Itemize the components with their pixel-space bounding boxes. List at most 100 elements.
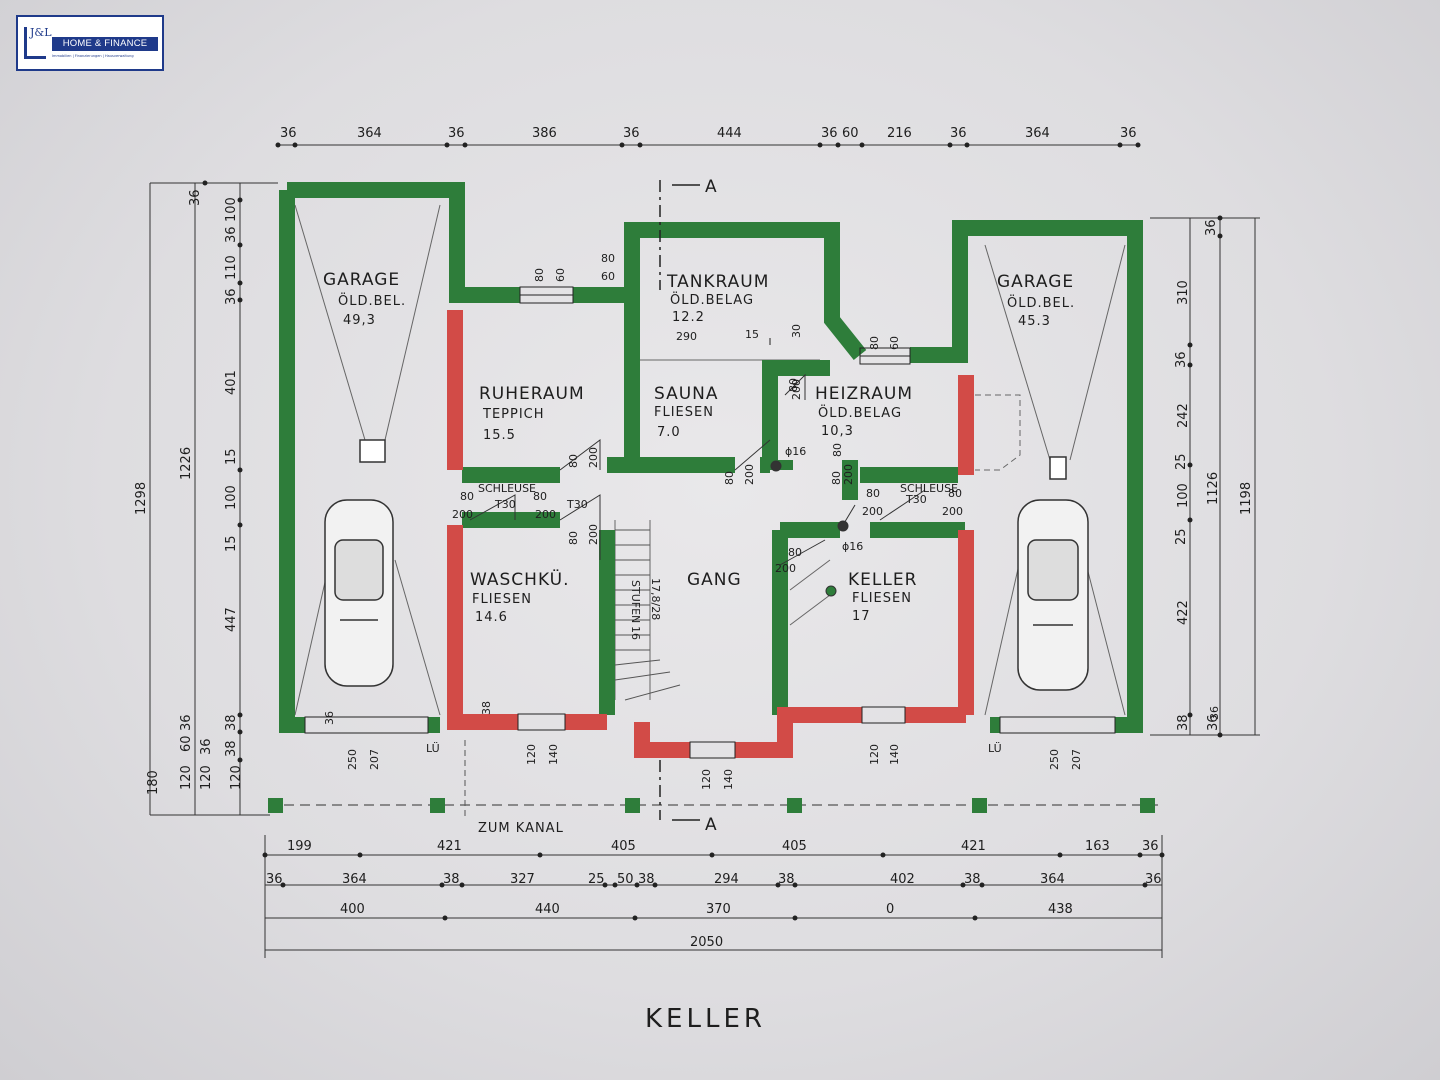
dim-opening: 120 [525,744,538,765]
tankraum-floor: ÖLD.BELAG [670,291,754,308]
dim-top: 364 [1025,126,1050,141]
right-dimensions: 1198 1126 36 310 36 242 25 100 25 422 38… [1174,219,1254,731]
door-swings [469,373,926,597]
dim-bottom-2: 25 [588,872,605,887]
dim-bottom-2: 402 [890,872,915,887]
sauna-floor: FLIESEN [654,405,714,420]
dim-right: 25 [1174,528,1189,545]
dim-left: 36 [199,738,214,755]
sauna-name: SAUNA [654,384,719,404]
dim-right: 422 [1176,600,1191,625]
dim-bottom-1: 421 [437,839,462,854]
dim-opening: 80 [830,471,843,485]
ruheraum-area: 15.5 [483,428,516,443]
phi16-label-1: ϕ16 [785,445,806,458]
dim-opening: 200 [452,508,473,521]
exterior-walls [279,182,1143,733]
dim-right: 25 [1174,453,1189,470]
heizraum-floor: ÖLD.BELAG [818,404,902,421]
waschkueche-floor: FLIESEN [472,592,532,607]
dim-right: 36 [1206,714,1221,731]
dim-opening: 80 [533,490,547,503]
company-logo: J&L HOME & FINANCE Immobilien | Finanzie… [16,15,164,71]
dim-opening: 200 [790,379,803,400]
dim-opening: 200 [587,524,600,545]
keller-name: KELLER [848,570,917,590]
dim-right: 1126 [1206,472,1221,505]
dim-opening: 30 [790,324,803,338]
garage-right-name: GARAGE [997,272,1074,292]
dim-right: 100 [1176,483,1191,508]
lue-label-right: LÜ [988,742,1002,755]
dim-left: 180 [146,770,161,795]
dim-bottom-1: 405 [782,839,807,854]
dim-left: 15 [224,448,239,465]
dim-opening: 207 [1070,749,1083,770]
dim-bottom-2: 36 [266,872,283,887]
annotations: SCHLEUSE SCHLEUSE T30 T30 T30 ϕ16 ϕ16 LÜ… [426,445,1002,836]
dim-opening: 200 [862,505,883,518]
dim-opening: 250 [1048,749,1061,770]
dim-bottom-3: 370 [706,902,731,917]
dim-left: 100 [224,485,239,510]
dim-opening: 140 [888,744,901,765]
heizraum-area: 10,3 [821,424,854,439]
dim-bottom-3: 438 [1048,902,1073,917]
dim-opening: 120 [868,744,881,765]
stufen-label: STUFEN [629,580,642,623]
dim-top: 36 [950,126,967,141]
tankraum-area: 12.2 [672,310,705,325]
dim-bottom-3: 400 [340,902,365,917]
tankraum-name: TANKRAUM [666,272,769,292]
dim-bottom-1: 36 [1142,839,1159,854]
section-labels: A A [705,177,717,835]
interior-walls [447,310,974,758]
dim-opening: 200 [587,447,600,468]
car-left [324,439,394,687]
dim-opening: 80 [567,454,580,468]
logo-tagline: Immobilien | Finanzierungen | Hausverwal… [52,54,134,58]
dim-left: 401 [224,370,239,395]
dim-left: 36 [224,226,239,243]
dim-left: 38 [224,714,239,731]
dim-top: 364 [357,126,382,141]
dim-bottom-2: 50 [617,872,634,887]
garage-left-area: 49,3 [343,313,376,328]
top-dimensions: 36 364 36 386 36 444 36 60 216 36 364 36 [280,126,1137,141]
dim-opening: 36 [323,711,336,725]
dim-opening: 200 [775,562,796,575]
sauna-area: 7.0 [657,425,681,440]
dim-opening: 38 [480,701,493,715]
dim-bottom-2: 364 [342,872,367,887]
wall-openings [304,286,1116,759]
dim-opening: 36 [1208,706,1221,720]
plan-title: KELLER [645,1004,766,1034]
opening-dimensions: 80 60 80 60 80 60 290 15 30 80 120 140 1… [323,252,1221,790]
dim-top: 60 [842,126,859,141]
dim-right: 36 [1174,351,1189,368]
dim-bottom-2: 327 [510,872,535,887]
dim-bottom-3: 440 [535,902,560,917]
bottom-dimensions: 199 421 405 405 421 163 36 36 364 38 327… [266,839,1162,950]
car-right [1017,456,1089,691]
phi16-label-2: ϕ16 [842,540,863,553]
dimension-ticks [202,142,1223,921]
stair-count-label: 16 [629,626,642,640]
room-labels: GARAGE ÖLD.BEL. 49,3 GARAGE ÖLD.BEL. 45.… [323,270,1074,625]
dim-left: 120 [199,765,214,790]
dim-opening: 60 [888,336,901,350]
dim-bottom-2: 38 [443,872,460,887]
waschkueche-name: WASCHKÜ. [470,568,570,590]
dim-opening: 200 [743,464,756,485]
logo-mark: J&L [24,27,52,59]
dim-top: 386 [532,126,557,141]
garage-left-floor: ÖLD.BEL. [338,292,406,309]
gang-name: GANG [687,570,742,590]
dim-opening: 80 [787,378,800,392]
dim-opening: 200 [842,464,855,485]
dim-opening: 80 [601,252,615,265]
dim-opening: 15 [745,328,759,341]
dim-right: 1198 [1239,482,1254,515]
dim-opening: 80 [533,268,546,282]
